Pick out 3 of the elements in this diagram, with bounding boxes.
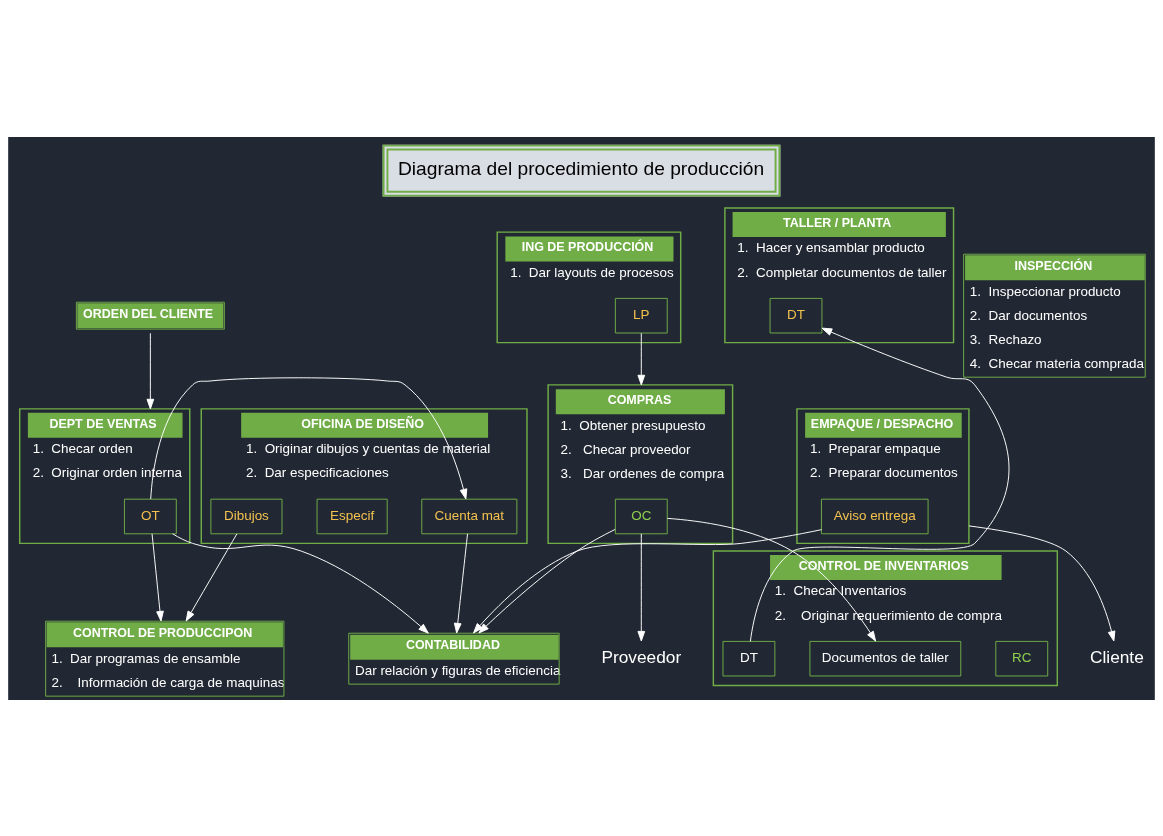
- node-text: Proveedor: [601, 646, 682, 667]
- node-text: Cliente: [1089, 646, 1144, 667]
- diagram-title: Diagrama del procedimiento de producción: [398, 157, 765, 179]
